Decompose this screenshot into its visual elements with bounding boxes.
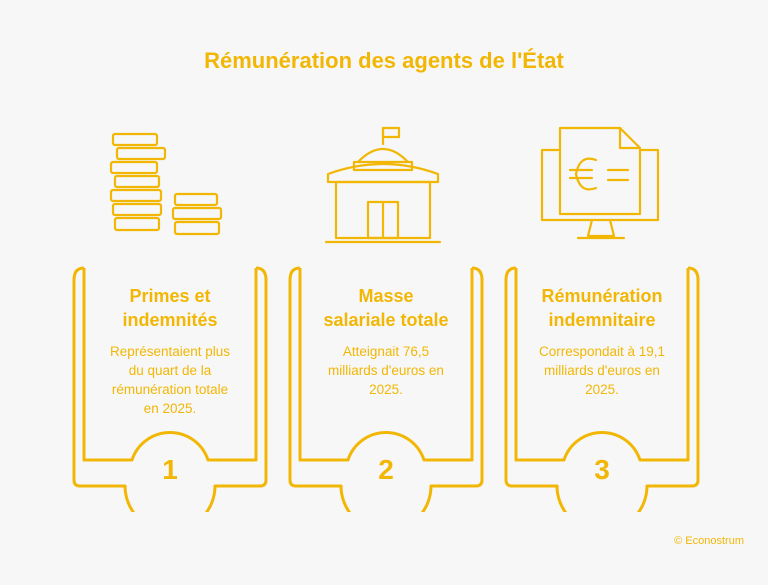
card-frame xyxy=(288,266,484,512)
card-number: 2 xyxy=(378,454,394,485)
page-title: Rémunération des agents de l'État xyxy=(204,48,564,73)
card-description: Représentaient plus du quart de la rémun… xyxy=(109,344,231,416)
card-description: Atteignait 76,5 milliards d'euros en 202… xyxy=(328,344,444,397)
card-number: 1 xyxy=(162,454,178,485)
card-remuneration-indemnitaire: Rémunération indemnitaire Correspondait … xyxy=(502,262,702,512)
card-primes: Primes et indemnités Représentaient plus… xyxy=(70,262,270,512)
card-description: Correspondait à 19,1 milliards d'euros e… xyxy=(538,344,666,397)
card-number: 3 xyxy=(594,454,610,485)
government-building-icon xyxy=(324,126,442,244)
euro-document-monitor-icon xyxy=(540,126,660,240)
card-title: Masse salariale totale xyxy=(323,286,449,330)
copyright-credit: © Econostrum xyxy=(674,535,744,547)
card-frame xyxy=(504,266,700,512)
card-masse-salariale: Masse salariale totale Atteignait 76,5 m… xyxy=(286,262,486,512)
card-title: Rémunération indemnitaire xyxy=(541,286,663,330)
coin-stacks-icon xyxy=(109,132,223,236)
card-title: Primes et indemnités xyxy=(122,286,218,330)
card-frame xyxy=(72,266,268,512)
